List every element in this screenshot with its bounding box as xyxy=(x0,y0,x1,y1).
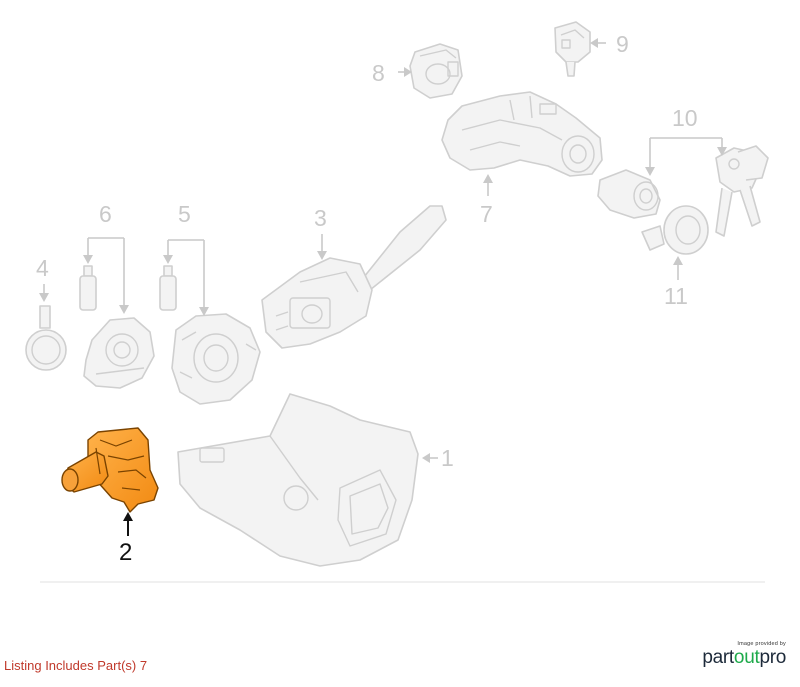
callout-5[interactable]: 5 xyxy=(178,201,191,227)
callout-1[interactable]: 1 xyxy=(441,445,454,471)
part-6-clockspring[interactable] xyxy=(83,317,155,389)
callout-3[interactable]: 3 xyxy=(314,205,327,231)
brand-out: out xyxy=(733,647,760,668)
listing-note: Listing Includes Part(s) 7 xyxy=(4,658,148,673)
image-credit: Image provided by partoutpro xyxy=(702,641,786,669)
part-10-lock-cylinder[interactable] xyxy=(597,169,661,219)
part-8-switch[interactable] xyxy=(409,43,463,99)
callout-4[interactable]: 4 xyxy=(36,255,49,281)
brand-part: part xyxy=(702,647,734,668)
callout-2[interactable]: 2 xyxy=(119,539,132,566)
callout-11[interactable]: 11 xyxy=(664,283,688,309)
part-1-column-cover[interactable] xyxy=(177,393,419,567)
part-5-grease[interactable] xyxy=(159,265,177,311)
brand-pro: pro xyxy=(759,647,786,668)
part-2-turn-signal-switch[interactable] xyxy=(61,427,159,513)
partoutpro-logo: partoutpro xyxy=(702,647,786,669)
part-5-spiral-cable[interactable] xyxy=(171,313,261,405)
callout-8[interactable]: 8 xyxy=(372,60,385,86)
part-6-grease[interactable] xyxy=(79,265,97,311)
part-10-keys[interactable] xyxy=(715,145,769,237)
part-11-bezel[interactable] xyxy=(641,205,709,255)
part-7-lock-housing[interactable] xyxy=(441,91,603,177)
part-3-combination-switch[interactable] xyxy=(261,205,447,349)
credit-provided-by: Image provided by xyxy=(737,641,786,647)
part-4-clip[interactable] xyxy=(25,305,67,371)
part-9-connector[interactable] xyxy=(554,21,591,77)
callout-10[interactable]: 10 xyxy=(672,105,698,131)
callout-7[interactable]: 7 xyxy=(480,201,493,227)
callout-6[interactable]: 6 xyxy=(99,201,112,227)
callout-9[interactable]: 9 xyxy=(616,31,629,57)
